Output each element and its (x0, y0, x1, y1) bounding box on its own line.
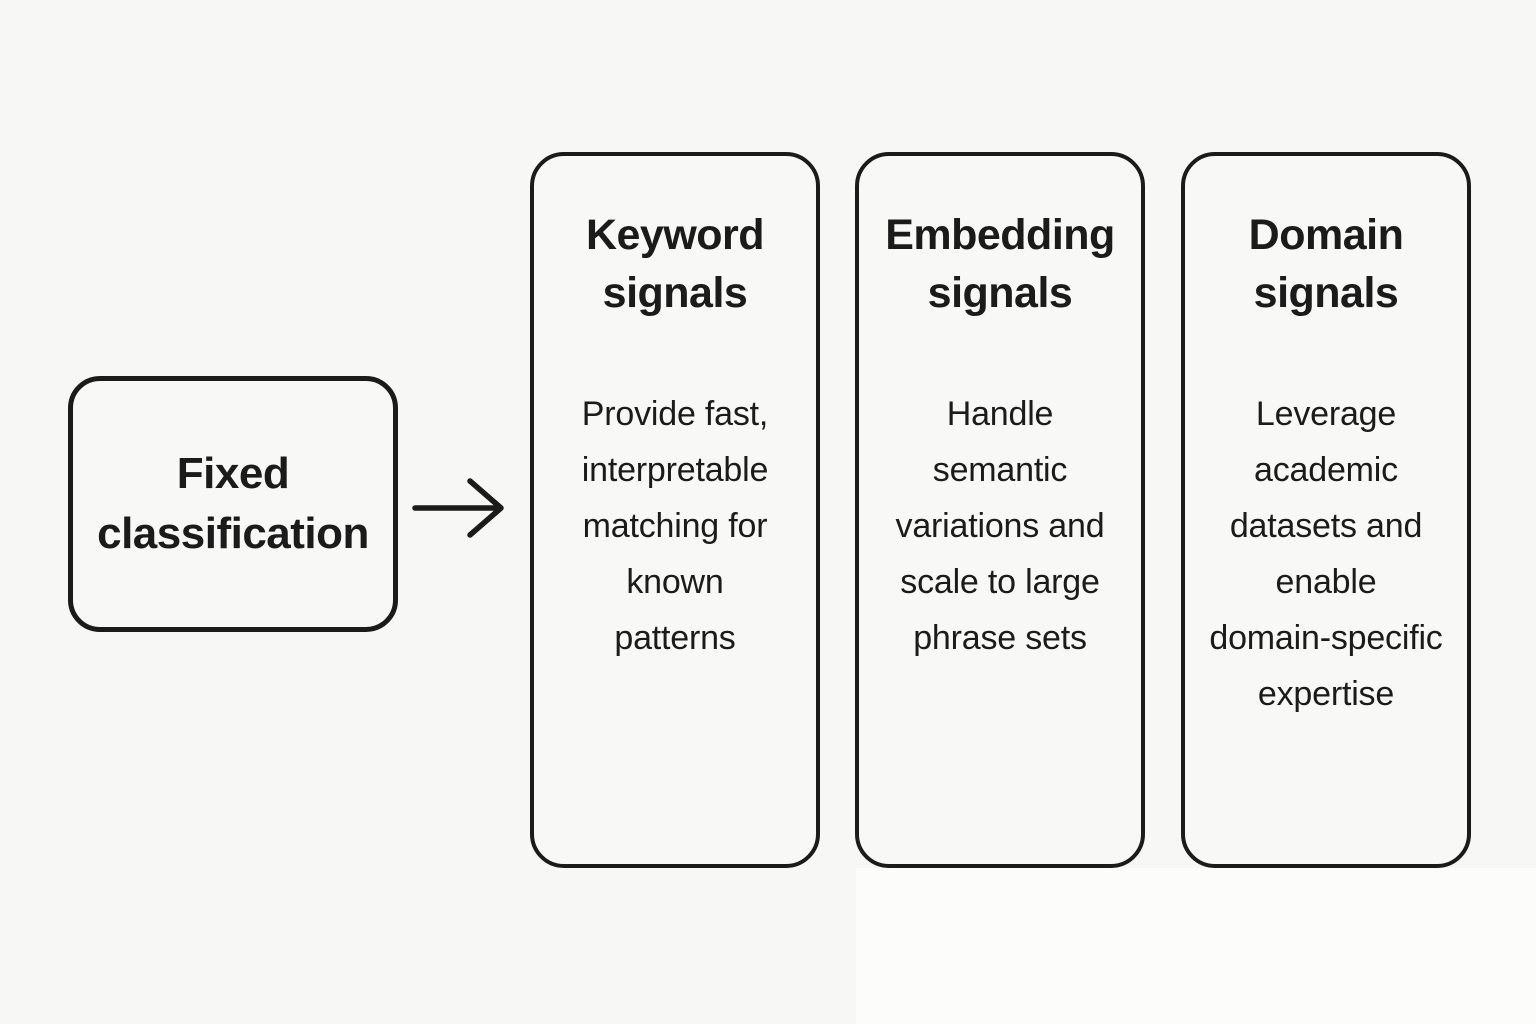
background-highlight (856, 868, 1536, 1024)
fixed-classification-node: Fixed classification (68, 376, 398, 632)
card-domain-signals: Domain signals Leverage academic dataset… (1181, 152, 1471, 868)
right-arrow-icon (412, 478, 504, 538)
card-keyword-signals: Keyword signals Provide fast, interpreta… (530, 152, 820, 868)
card-keyword-signals-body: Provide fast, interpretable matching for… (581, 395, 769, 657)
card-embedding-signals-body: Handle semantic variations and scale to … (895, 395, 1105, 657)
card-keyword-signals-title: Keyword signals (585, 211, 765, 317)
card-embedding-signals: Embedding signals Handle semantic variat… (855, 152, 1145, 868)
card-embedding-signals-title: Embedding signals (885, 211, 1115, 317)
card-domain-signals-title: Domain signals (1248, 211, 1404, 317)
fixed-classification-label: Fixed classification (97, 449, 369, 558)
card-domain-signals-body: Leverage academic datasets and enable do… (1209, 395, 1443, 713)
